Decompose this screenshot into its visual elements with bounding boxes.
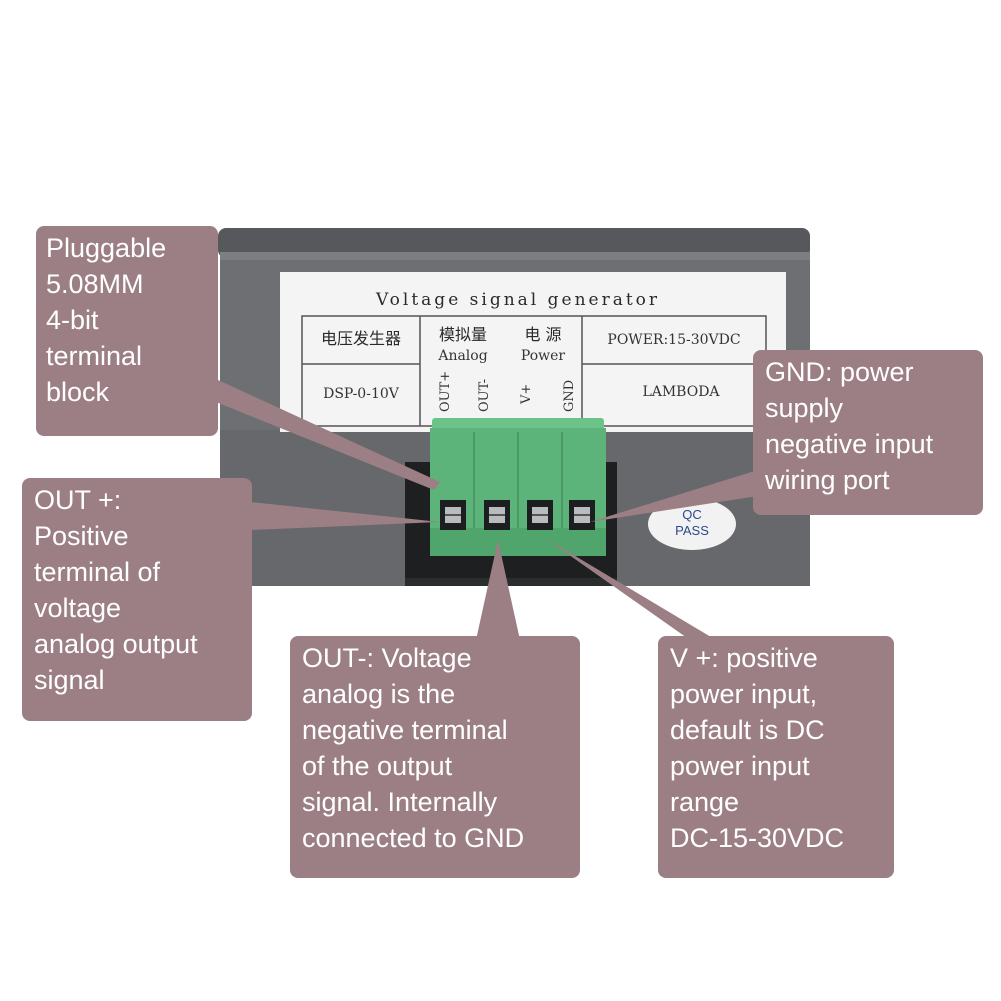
label-title: Voltage signal generator [375,290,660,310]
callout-pluggable-terminal-block: Pluggable 5.08MM 4-bit terminal block [36,226,218,436]
callout-line: V +: positive [670,643,818,673]
terminal-block [430,418,606,556]
callout-line: power input [670,751,810,781]
callout-line: 5.08MM [46,269,144,299]
label-model-cn: 电压发生器 [321,329,401,348]
callout-out-plus: OUT +: Positive terminal of voltage anal… [22,478,252,721]
callout-out-minus: OUT-: Voltage analog is the negative ter… [290,636,580,878]
pass-text: PASS [675,523,709,538]
screw-out-plus [440,500,466,530]
callout-line: block [46,377,110,407]
qc-pass-sticker: QC PASS [648,498,736,550]
callout-line: analog is the [302,679,456,709]
callout-line: Pluggable [46,233,167,263]
callout-line: supply [765,393,844,423]
label-power-cn: 电 源 [524,325,561,344]
callout-gnd: GND: power supply negative input wiring … [753,350,983,515]
label-power-spec: POWER:15-30VDC [607,332,740,348]
label-terminal-out-minus: OUT- [477,379,492,412]
callout-line: OUT +: [34,485,122,515]
callout-line: GND: power [765,357,914,387]
qc-text: QC [682,507,702,522]
label-power-en: Power [521,348,566,364]
callout-pointers [206,380,758,640]
label-terminal-gnd: GND [562,380,577,412]
callout-line: Positive [34,521,129,551]
screw-v-plus [527,500,553,530]
callout-line: range [670,787,740,817]
callout-line: default is DC [670,715,825,745]
screw-out-minus [484,500,510,530]
callout-line: wiring port [765,465,890,495]
callout-line: signal. Internally [302,787,498,817]
pointer-v-plus [545,538,716,640]
product-label: Voltage signal generator 电压发生器 DSP-0-10V… [280,272,786,432]
screw-gnd [569,500,595,530]
label-brand: LAMBODA [642,384,720,400]
callout-line: OUT-: Voltage [302,643,472,673]
label-model: DSP-0-10V [323,386,400,402]
callout-line: of the output [302,751,453,781]
callout-line: DC-15-30VDC [670,823,845,853]
pointer-pluggable [206,380,440,490]
pointer-gnd [590,470,758,522]
callout-line: negative terminal [302,715,508,745]
label-terminal-v-plus: V+ [519,384,534,405]
callout-line: signal [34,665,105,695]
label-terminal-out-plus: OUT+ [438,371,453,412]
callout-line: voltage [34,593,122,623]
callout-line: terminal [46,341,143,371]
pointer-out-plus [250,502,440,530]
callout-line: terminal of [34,557,161,587]
callout-line: negative input [765,429,934,459]
label-analog-en: Analog [437,348,487,364]
label-analog-cn: 模拟量 [439,325,487,344]
callout-v-plus: V +: positive power input, default is DC… [658,636,894,878]
callout-line: 4-bit [46,305,99,335]
callout-line: power input, [670,679,818,709]
callout-line: analog output [34,629,198,659]
pointer-out-minus [476,540,520,640]
callout-line: connected to GND [302,823,525,853]
